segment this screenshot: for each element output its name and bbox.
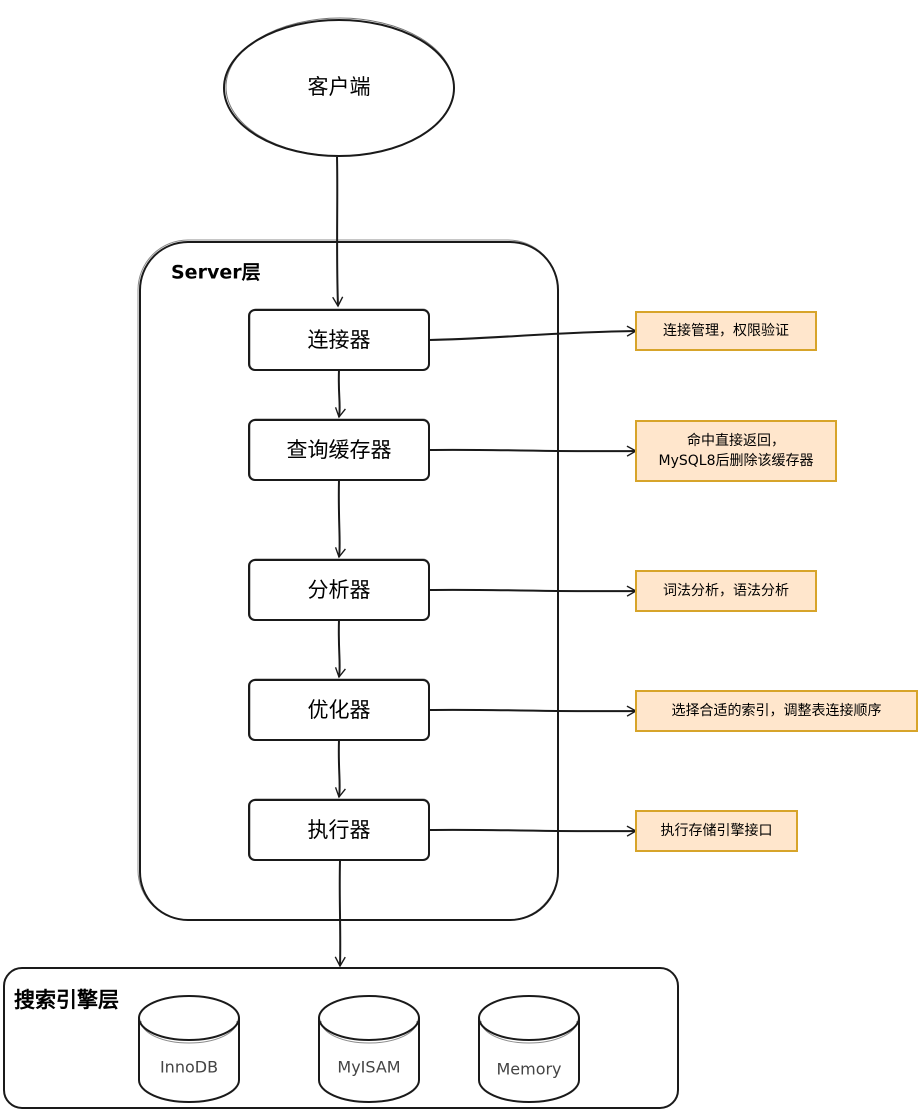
arrow-optimizer-to-executor <box>334 739 346 799</box>
arrow-client-to-connector <box>332 156 344 308</box>
myisam-engine-label: MyISAM <box>337 1058 400 1077</box>
engine-list: InnoDB MyISAM Memory <box>138 995 580 1103</box>
server-layer: Server层 <box>137 239 559 921</box>
query-cache-note: 命中直接返回， MySQL8后删除该缓存器 <box>635 420 837 482</box>
optimizer-note-text: 选择合适的索引，调整表连接顺序 <box>672 702 882 719</box>
arrow-executor-to-engines <box>334 860 346 968</box>
arrow-analyzer-to-optimizer <box>334 619 346 679</box>
executor-box: 执行器 <box>248 798 430 861</box>
engine-layer: 搜索引擎层 <box>3 967 679 1109</box>
arrow-executor-to-note <box>428 825 638 837</box>
analyzer-note-text: 词法分析，语法分析 <box>663 583 789 599</box>
arrow-connector-to-note <box>428 325 638 341</box>
analyzer-note: 词法分析，语法分析 <box>635 570 817 612</box>
connector-label: 连接器 <box>308 328 371 352</box>
memory-engine: Memory <box>478 995 580 1103</box>
client-label: 客户端 <box>308 75 371 99</box>
arrow-optimizer-to-note <box>428 705 638 717</box>
query-cache-note-text: 命中直接返回， <box>687 432 785 449</box>
arrow-analyzer-to-note <box>428 585 638 597</box>
arrow-query-cache-to-note <box>428 445 638 457</box>
optimizer-note: 选择合适的索引，调整表连接顺序 <box>635 690 918 732</box>
optimizer-label: 优化器 <box>308 698 371 722</box>
memory-engine-label: Memory <box>496 1060 561 1079</box>
executor-label: 执行器 <box>308 818 371 842</box>
optimizer-box: 优化器 <box>248 678 430 741</box>
connector-note: 连接管理，权限验证 <box>635 311 817 351</box>
arrow-connector-to-query-cache <box>334 369 346 419</box>
connector-box: 连接器 <box>248 308 430 371</box>
innodb-engine-label: InnoDB <box>160 1058 218 1077</box>
innodb-engine: InnoDB <box>138 995 240 1103</box>
arrow-query-cache-to-analyzer <box>334 479 346 559</box>
executor-note: 执行存储引擎接口 <box>635 810 798 852</box>
analyzer-label: 分析器 <box>308 578 371 602</box>
executor-note-text: 执行存储引擎接口 <box>661 822 773 839</box>
query-cache-label: 查询缓存器 <box>287 438 392 462</box>
engine-layer-title: 搜索引擎层 <box>14 988 119 1012</box>
analyzer-box: 分析器 <box>248 558 430 621</box>
query-cache-box: 查询缓存器 <box>248 418 430 481</box>
client-node: 客户端 <box>223 17 455 157</box>
myisam-engine: MyISAM <box>318 995 420 1103</box>
query-cache-note-text: MySQL8后删除该缓存器 <box>659 453 814 469</box>
connector-note-text: 连接管理，权限验证 <box>663 322 789 339</box>
server-layer-title: Server层 <box>171 262 261 284</box>
